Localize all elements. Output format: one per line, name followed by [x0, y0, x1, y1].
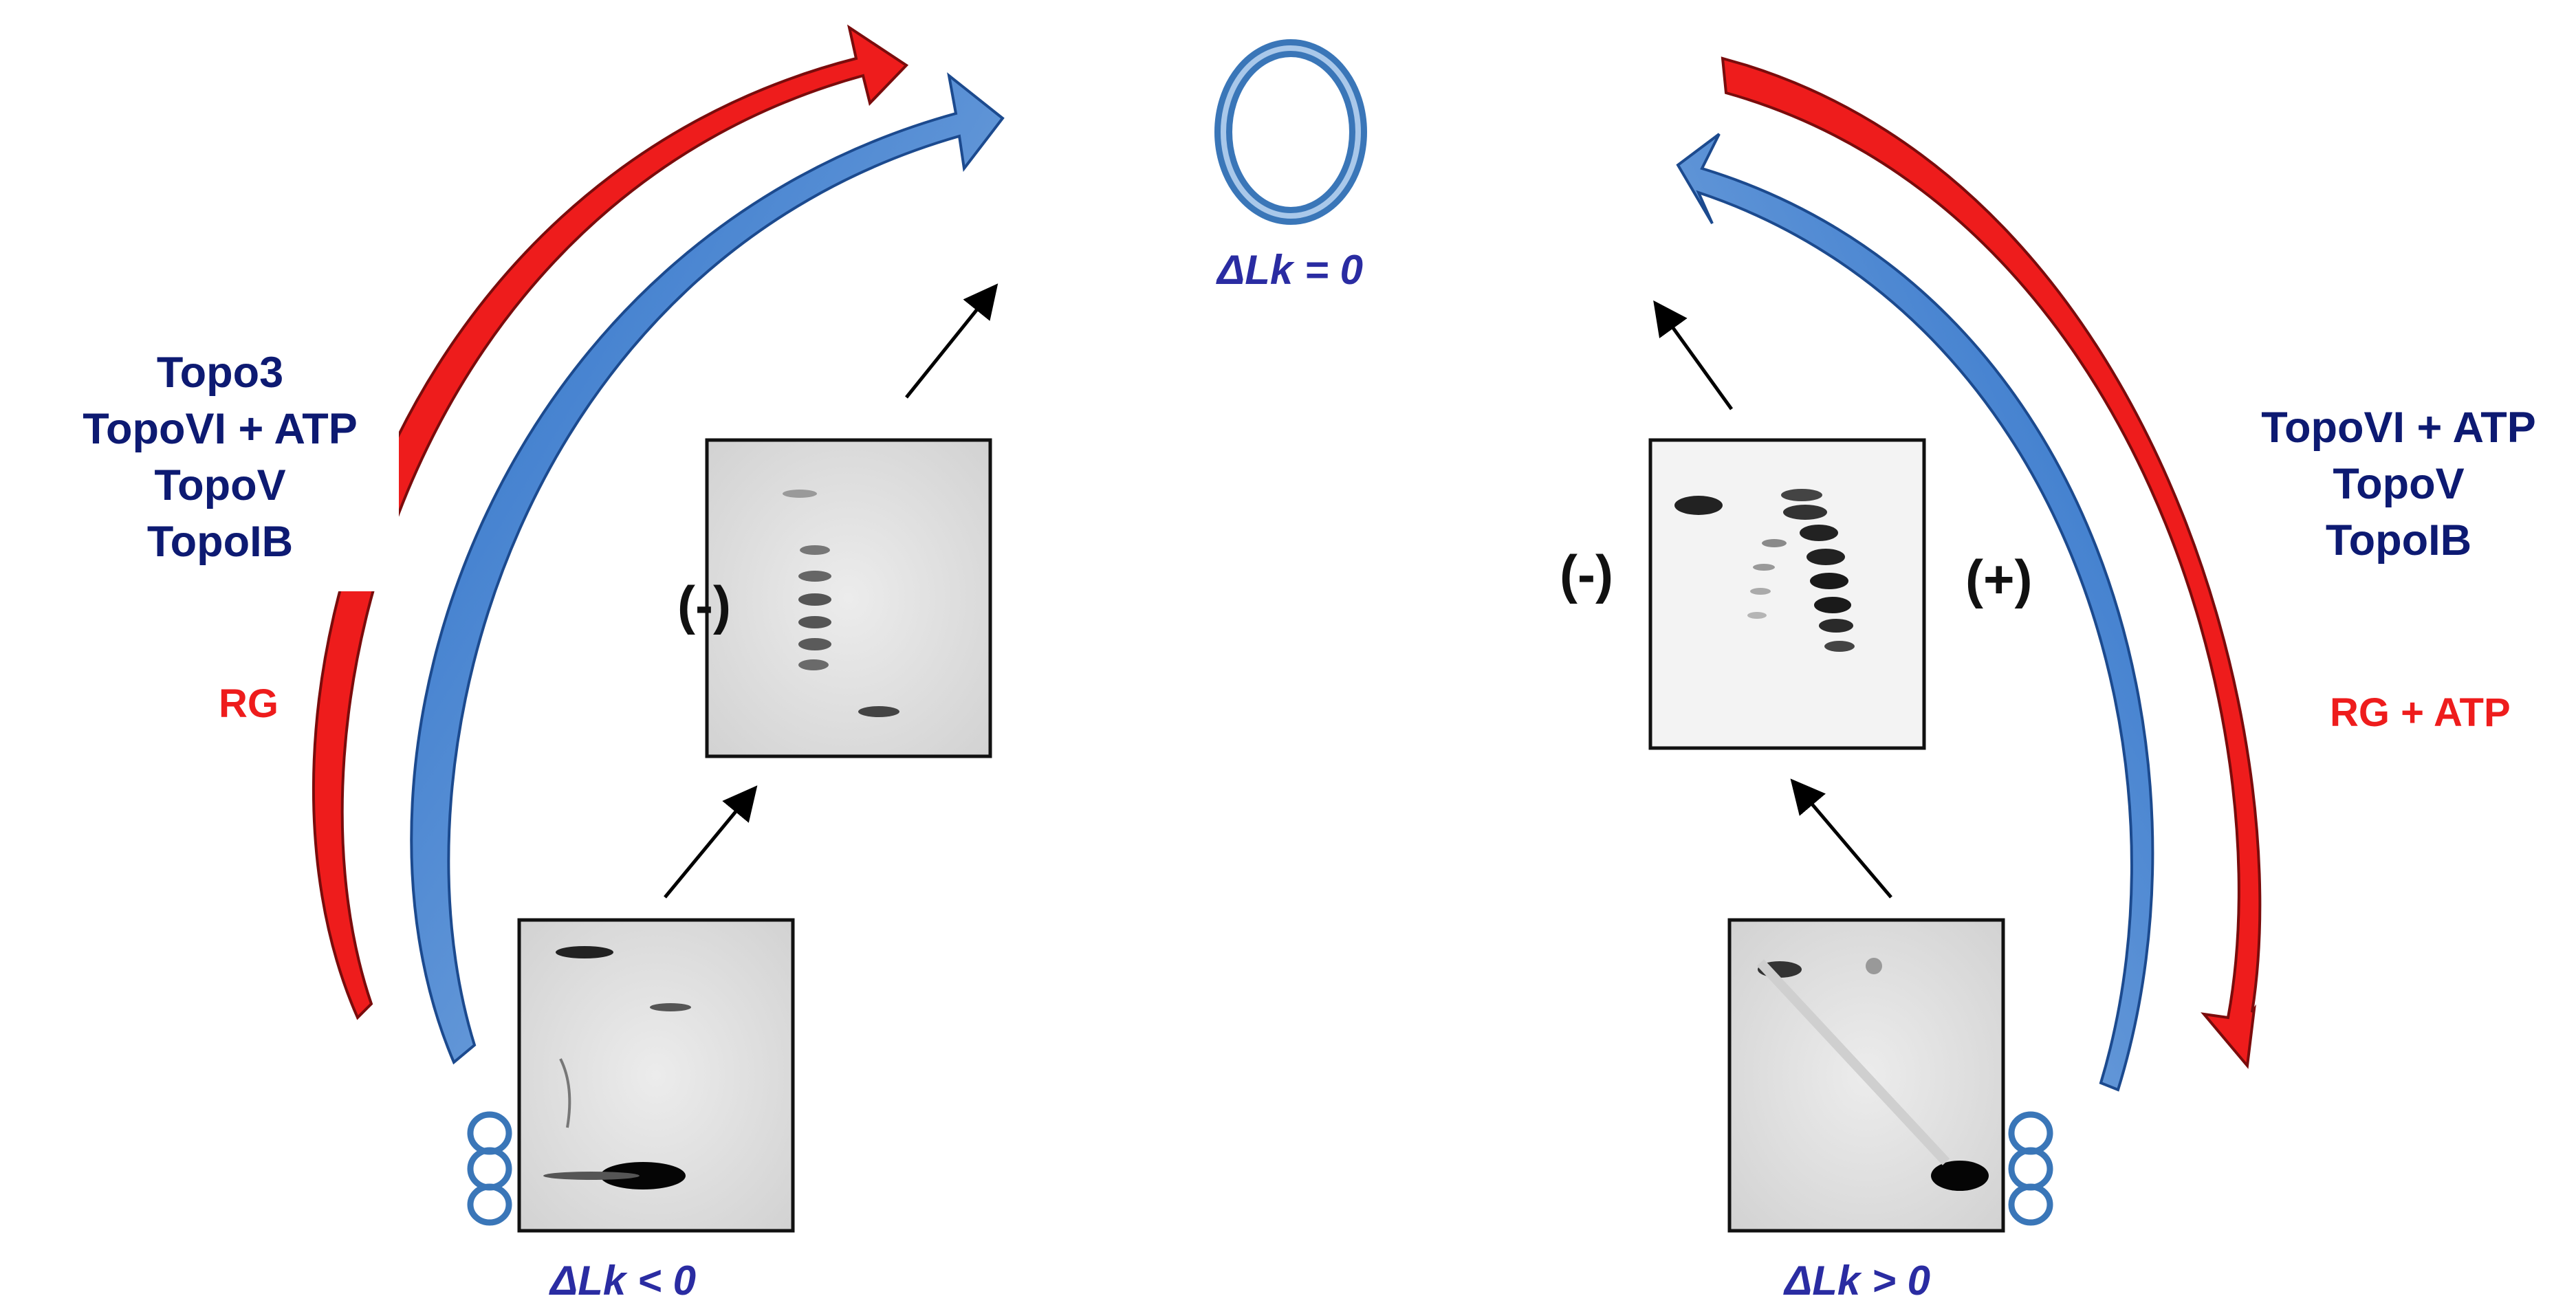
arrow-left-lower: [664, 785, 758, 899]
right-gel-plus-sign: (+): [1965, 549, 2033, 609]
arrow-left-upper: [905, 283, 998, 399]
center-lk-label: ΔLk = 0: [1217, 247, 1364, 293]
arrow-right-lower: [1790, 778, 1892, 899]
left-enzyme-box: Topo3 TopoVI + ATP TopoV TopoIB: [41, 323, 399, 591]
right-enzyme-1: TopoVI + ATP: [2261, 404, 2536, 452]
supercoiled-dna-right-icon: [2008, 1111, 2053, 1226]
left-start-lk-label: ΔLk < 0: [550, 1258, 697, 1304]
gel-left-bottom: [517, 918, 795, 1233]
right-enzyme-3: TopoIB: [2325, 516, 2472, 564]
arrow-right-upper: [1653, 300, 1734, 410]
left-enzyme-1: Topo3: [156, 349, 284, 397]
left-blue-curved-arrow: [410, 72, 1005, 1065]
left-gel-minus-sign: (-): [677, 575, 731, 635]
right-start-lk-label: ΔLk > 0: [1784, 1258, 1931, 1304]
left-red-curved-arrow: [312, 24, 909, 1020]
right-enzyme-box: TopoVI + ATP TopoV TopoIB: [2221, 385, 2576, 584]
left-enzyme-2: TopoVI + ATP: [83, 405, 358, 453]
left-enzyme-4: TopoIB: [146, 518, 294, 566]
relaxed-dna-circle: [1214, 39, 1367, 225]
supercoiled-dna-left-icon: [467, 1111, 512, 1226]
gel-left-upper: [705, 438, 992, 758]
left-reverse-gyrase-label: RG: [219, 681, 279, 726]
right-reverse-gyrase-label: RG + ATP: [2330, 690, 2511, 735]
left-enzyme-3: TopoV: [154, 461, 286, 509]
right-red-curved-arrow: [1721, 56, 2262, 1069]
gel-right-bottom: [1727, 918, 2005, 1233]
gel-right-upper: [1648, 438, 1926, 750]
right-gel-minus-sign: (-): [1560, 544, 1613, 604]
right-enzyme-2: TopoV: [2333, 460, 2465, 508]
right-blue-curved-arrow: [1676, 133, 2154, 1092]
